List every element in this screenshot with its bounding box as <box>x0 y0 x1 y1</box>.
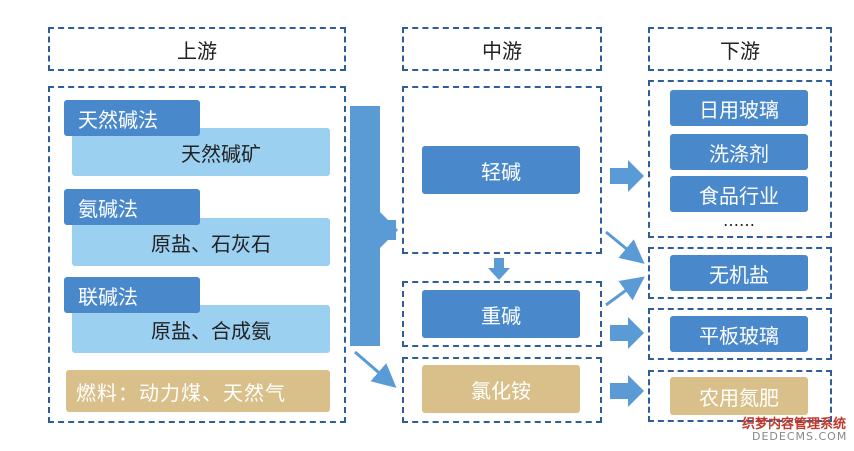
upstream-panel <box>48 86 346 423</box>
light-soda-box: 轻碱 <box>422 146 580 194</box>
watermark-url: DEDECMS.COM <box>752 430 850 444</box>
upstream-to-light-soda-arrowhead <box>380 212 398 248</box>
downstream-header-label: 下游 <box>720 38 760 63</box>
daily-glass-box: 日用玻璃 <box>670 90 808 126</box>
use-label: 日用玻璃 <box>699 97 779 122</box>
heavy-soda-label: 重碱 <box>481 303 521 328</box>
flat-glass-panel <box>648 308 832 360</box>
inorganic-salt-box: 无机盐 <box>670 255 808 291</box>
inorganic-salt-panel <box>648 247 832 299</box>
light-to-heavy-soda-arrow <box>488 258 510 280</box>
watermark-url-text: DEDECMS.COM <box>752 430 848 443</box>
light-soda-panel <box>402 86 602 254</box>
upstream-header-label: 上游 <box>177 38 217 63</box>
midstream-header: 中游 <box>402 27 602 71</box>
inorganic-salt-label: 无机盐 <box>709 262 769 287</box>
upstream-to-ammonium-chloride-arrow <box>354 350 397 388</box>
more-uses-ellipsis: …… <box>670 211 808 230</box>
use-label: 洗涤剂 <box>709 141 769 166</box>
upstream-to-midstream-arrow <box>350 106 396 346</box>
fertilizer-panel <box>648 370 832 422</box>
heavy-soda-to-inorganic-salt-arrow <box>605 276 645 307</box>
fuel-box: 燃料：动力煤、天然气 <box>66 370 330 412</box>
raw-material-natural-alkali: 天然碱矿 <box>72 128 330 176</box>
watermark-title-text: 织梦内容管理系统 <box>742 417 847 432</box>
more-label: …… <box>723 211 755 230</box>
method-ammonia-soda: 氨碱法 <box>64 189 200 225</box>
method-natural-alkali: 天然碱法 <box>64 100 200 136</box>
method-label: 天然碱法 <box>78 107 158 132</box>
use-label: 食品行业 <box>699 183 779 208</box>
ammonium-chloride-panel <box>402 357 602 423</box>
light-soda-label: 轻碱 <box>481 159 521 184</box>
raw-material-label: 原盐、合成氨 <box>151 318 271 343</box>
ammonium-chloride-to-fertilizer-arrow <box>610 375 644 407</box>
flat-glass-label: 平板玻璃 <box>699 323 779 348</box>
downstream-header: 下游 <box>648 27 832 71</box>
method-label: 氨碱法 <box>78 196 138 221</box>
raw-material-combined-soda: 原盐、合成氨 <box>72 305 330 353</box>
detergent-box: 洗涤剂 <box>670 134 808 170</box>
light-soda-to-inorganic-salt-arrow <box>605 230 645 264</box>
method-label: 联碱法 <box>78 284 138 309</box>
light-soda-to-uses-arrow <box>610 160 644 192</box>
heavy-soda-box: 重碱 <box>422 290 580 338</box>
food-industry-box: 食品行业 <box>670 176 808 212</box>
raw-material-ammonia-soda: 原盐、石灰石 <box>72 218 330 266</box>
raw-material-label: 原盐、石灰石 <box>151 231 271 256</box>
light-soda-uses-panel <box>648 80 832 238</box>
flat-glass-box: 平板玻璃 <box>670 316 808 352</box>
fuel-label: 燃料：动力煤、天然气 <box>76 380 286 405</box>
heavy-soda-to-flat-glass-arrow <box>610 317 644 349</box>
upstream-header: 上游 <box>48 27 346 71</box>
ammonium-chloride-box: 氯化铵 <box>422 365 580 413</box>
fertilizer-label: 农用氮肥 <box>699 385 779 410</box>
ammonium-chloride-label: 氯化铵 <box>471 378 531 403</box>
heavy-soda-panel <box>402 281 602 347</box>
method-combined-soda: 联碱法 <box>64 277 200 313</box>
fertilizer-box: 农用氮肥 <box>670 377 808 415</box>
midstream-header-label: 中游 <box>482 38 522 63</box>
watermark-title: 织梦内容管理系统 <box>742 413 850 432</box>
raw-material-label: 天然碱矿 <box>181 141 261 166</box>
